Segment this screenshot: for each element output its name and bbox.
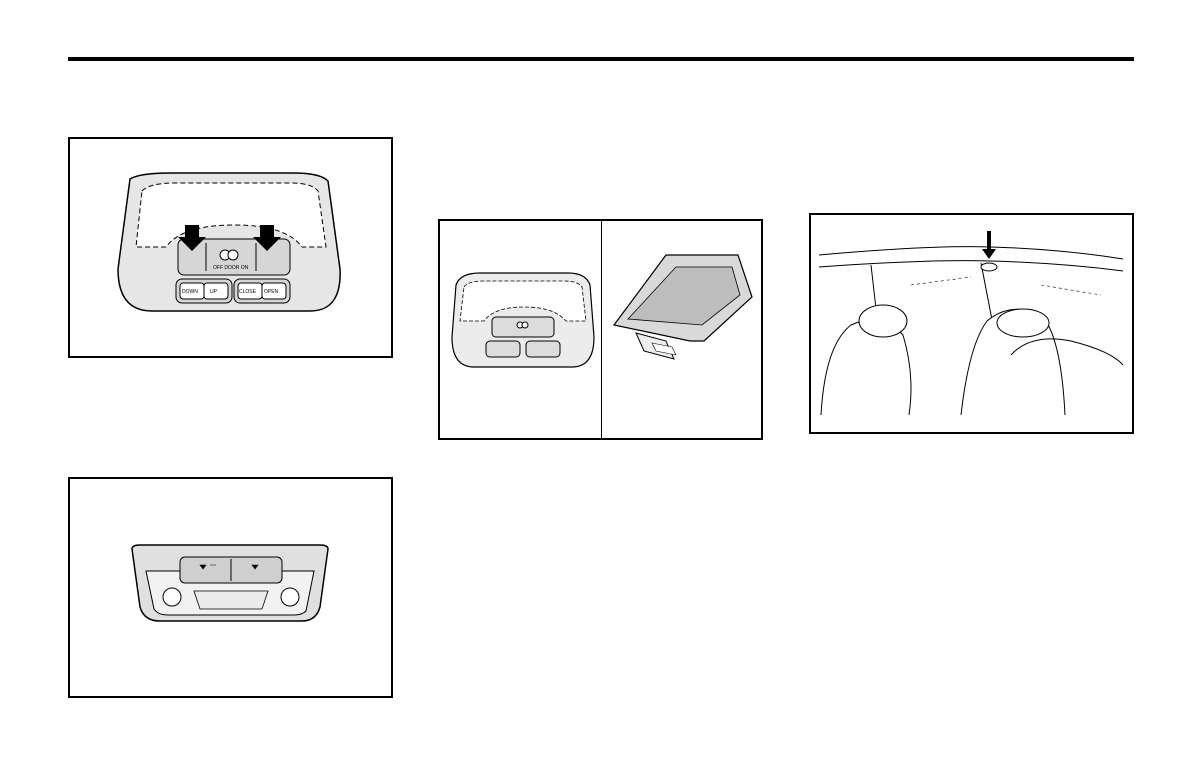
figure-overhead-console: OFF DOOR ON DOWN UP CLOSE OPEN xyxy=(68,137,393,358)
map-lamp-console-drawing xyxy=(70,479,391,696)
overhead-console-drawing: OFF DOOR ON DOWN UP CLOSE OPEN xyxy=(70,139,391,356)
arrow-down-icon xyxy=(982,231,996,259)
down-button-label: DOWN xyxy=(182,289,198,295)
open-button-label: OPEN xyxy=(264,289,279,295)
console-two-views-drawing xyxy=(440,221,761,438)
figure-console-two-views xyxy=(438,219,763,440)
up-button-label: UP xyxy=(210,289,218,295)
figure-map-lamp-console xyxy=(68,477,393,698)
figure-interior-roof-view xyxy=(809,213,1134,434)
header-rule xyxy=(68,57,1134,61)
switch-row-label: OFF DOOR ON xyxy=(213,265,249,271)
interior-roof-drawing xyxy=(811,215,1132,432)
close-button-label: CLOSE xyxy=(239,289,257,295)
